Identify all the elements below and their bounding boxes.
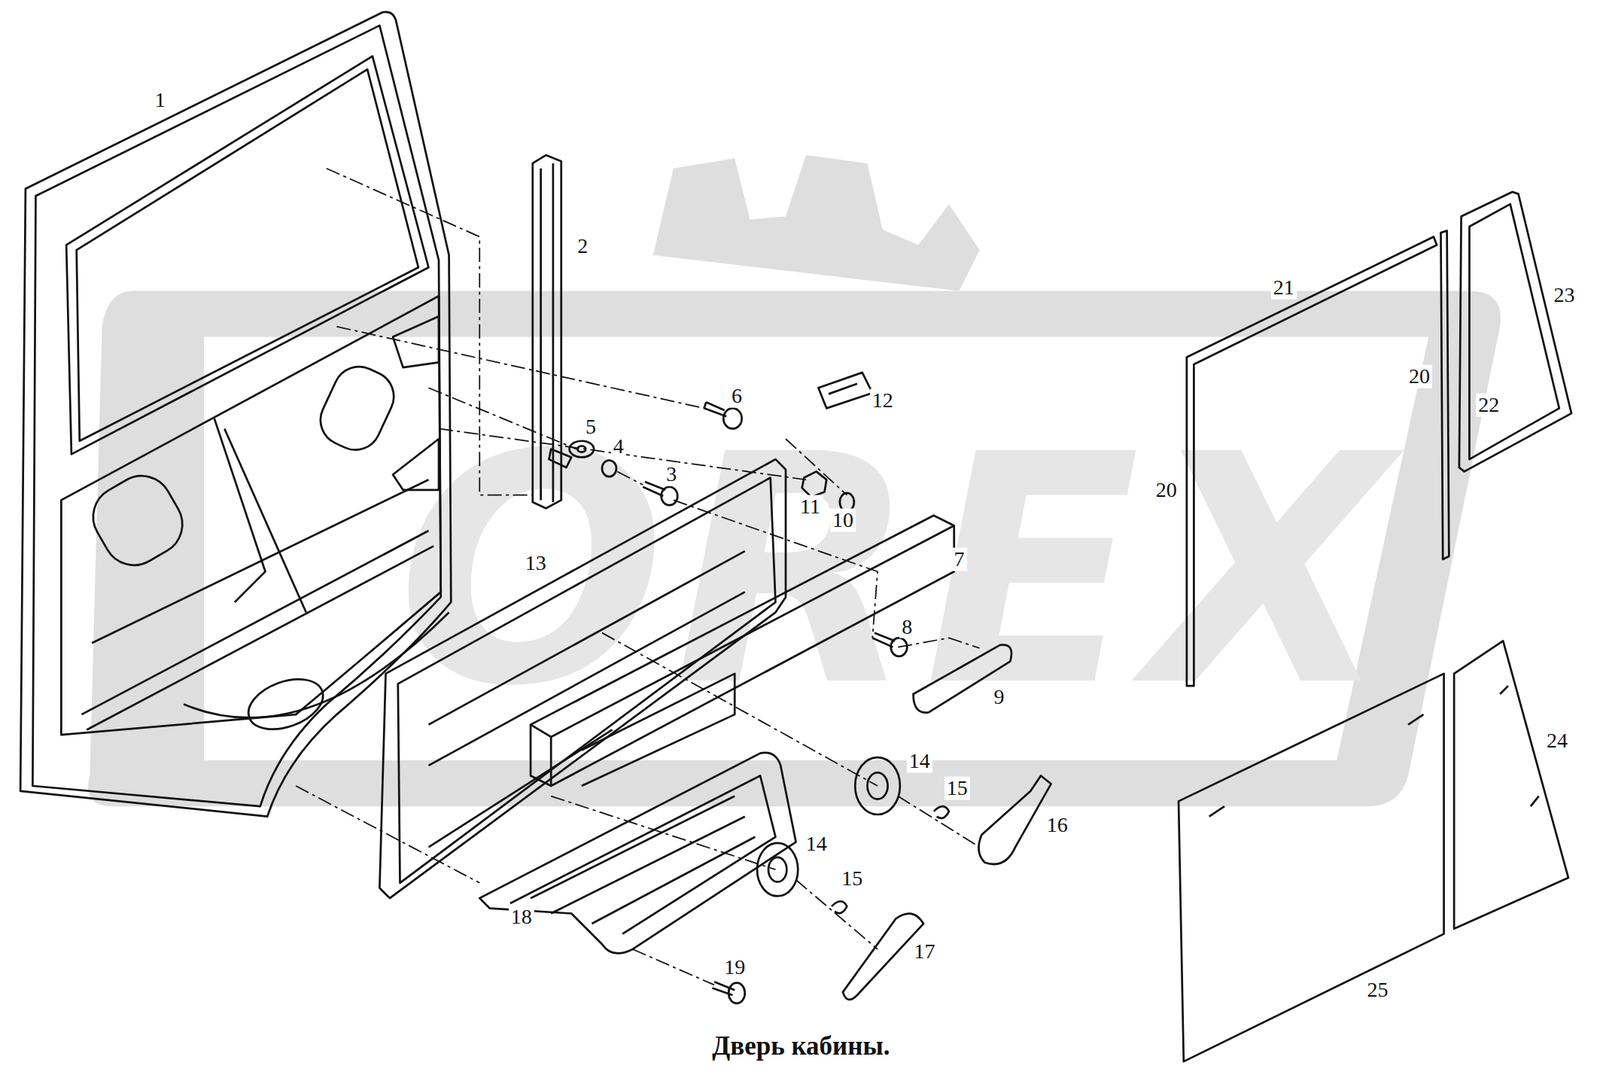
callout-number: 7 <box>952 547 968 572</box>
callout-number: 14 <box>803 832 830 856</box>
callout-number: 6 <box>729 384 745 408</box>
callout-number: 8 <box>899 614 915 639</box>
callout-number: 16 <box>1044 812 1071 837</box>
callout-number: 12 <box>869 388 896 412</box>
callout-number: 11 <box>797 494 823 518</box>
callout-number: 17 <box>911 939 937 963</box>
callout-number: 1 <box>152 88 168 112</box>
callout-number: 10 <box>830 508 856 533</box>
callout-number: 4 <box>611 434 627 458</box>
callout-number: 15 <box>944 775 971 800</box>
callout-number: 22 <box>1475 393 1502 417</box>
callout-number: 13 <box>523 551 549 575</box>
callout-number: 9 <box>991 685 1007 709</box>
callout-number: 3 <box>663 462 679 487</box>
callout-number: 24 <box>1544 729 1570 753</box>
callout-number: 14 <box>906 749 933 773</box>
callout-number: 20 <box>1153 477 1180 502</box>
caption: Дверь кабины. <box>711 1031 890 1062</box>
callout-number: 20 <box>1406 365 1433 389</box>
callout-number: 15 <box>839 866 865 891</box>
callout-number: 19 <box>721 955 748 980</box>
callout-number: 5 <box>583 414 599 439</box>
callout-number: 23 <box>1551 282 1578 307</box>
callout-number: 18 <box>508 904 535 928</box>
callout-number: 25 <box>1364 978 1391 1002</box>
callout-number: 2 <box>574 234 591 258</box>
callout-number: 21 <box>1271 276 1297 300</box>
